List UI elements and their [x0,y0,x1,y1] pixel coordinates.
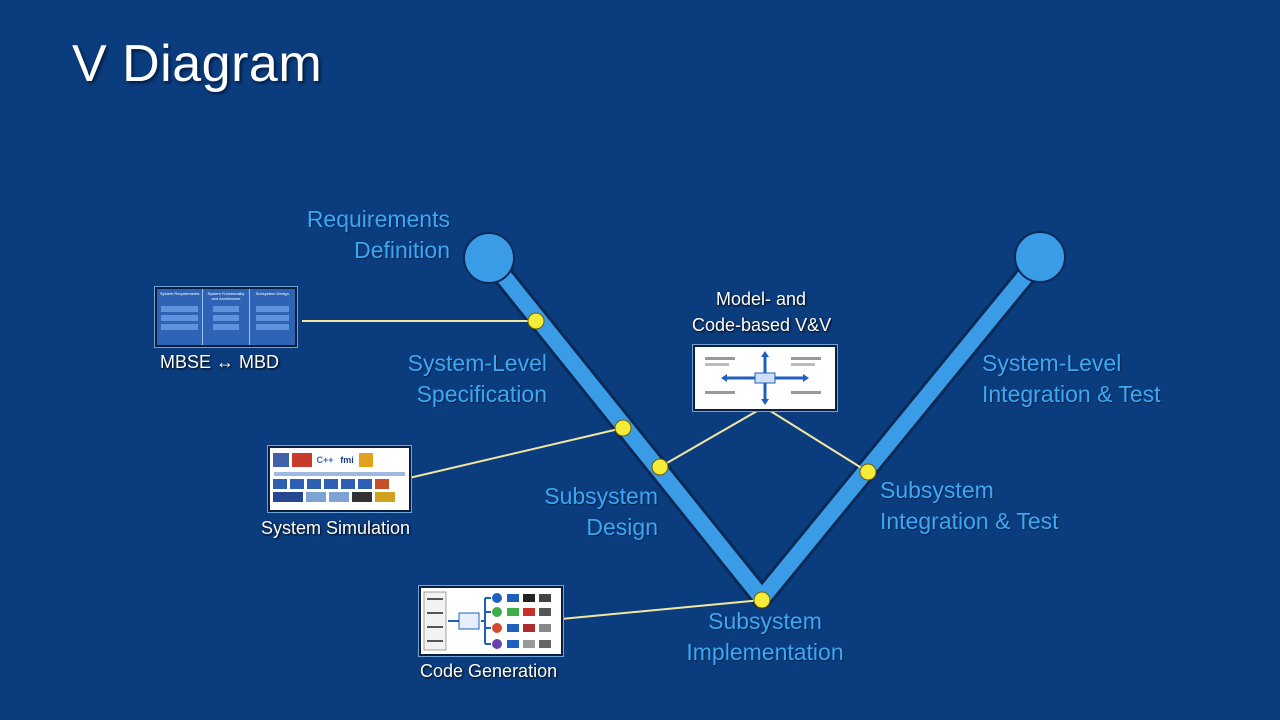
dot-system-spec [527,312,545,330]
vv-connector-right [763,406,869,473]
mbse-col-header: System Functionality and Architecture [207,291,245,301]
mbse-col-1: System Requirements [157,289,204,345]
vv-connector-left [659,406,765,468]
label-system-level-specification: System-Level Specification [407,350,547,407]
label-subsystem-integration-test: Subsystem Integration & Test [880,477,1059,534]
simulation-connector [408,427,624,479]
label-system-level-integration-test: System-Level Integration & Test [982,350,1161,407]
mbse-col-header: Subsystem Design [255,291,289,296]
dot-subsystem-integration [859,463,877,481]
vv-label-line2: Code-based V&V [692,315,832,335]
label-requirements-definition: Requirements Definition [306,206,450,263]
mbse-thumbnail: System Requirements System Functionality… [155,287,297,347]
mbse-col-header: System Requirements [159,291,200,296]
fmi-logo: fmi [340,455,354,465]
simulation-label: System Simulation [261,518,411,538]
codegen-figure [423,591,551,651]
dot-subsystem-design [651,458,669,476]
codegen-connector [560,599,763,620]
vv-thumbnail [693,345,837,411]
page-title: V Diagram [72,35,323,93]
mbse-label: MBSE ↔ MBD [160,352,280,372]
codegen-label: Code Generation [420,661,558,681]
dot-simulation [614,419,632,437]
system-integration-node [1014,231,1066,283]
mbse-col-3: Subsystem Design [250,289,295,345]
mbse-col-2: System Functionality and Architecture [203,289,250,345]
cpp-logo: C++ [316,455,334,465]
label-subsystem-implementation: Subsystem Implementation [686,608,844,665]
codegen-thumbnail [419,586,563,656]
requirements-node [463,232,515,284]
simulation-thumbnail: C++ fmi [268,446,411,512]
vv-label-line1: Model- and [716,289,807,309]
vv-figure [705,351,821,405]
dot-implementation [753,591,771,609]
label-subsystem-design: Subsystem Design [544,483,658,540]
